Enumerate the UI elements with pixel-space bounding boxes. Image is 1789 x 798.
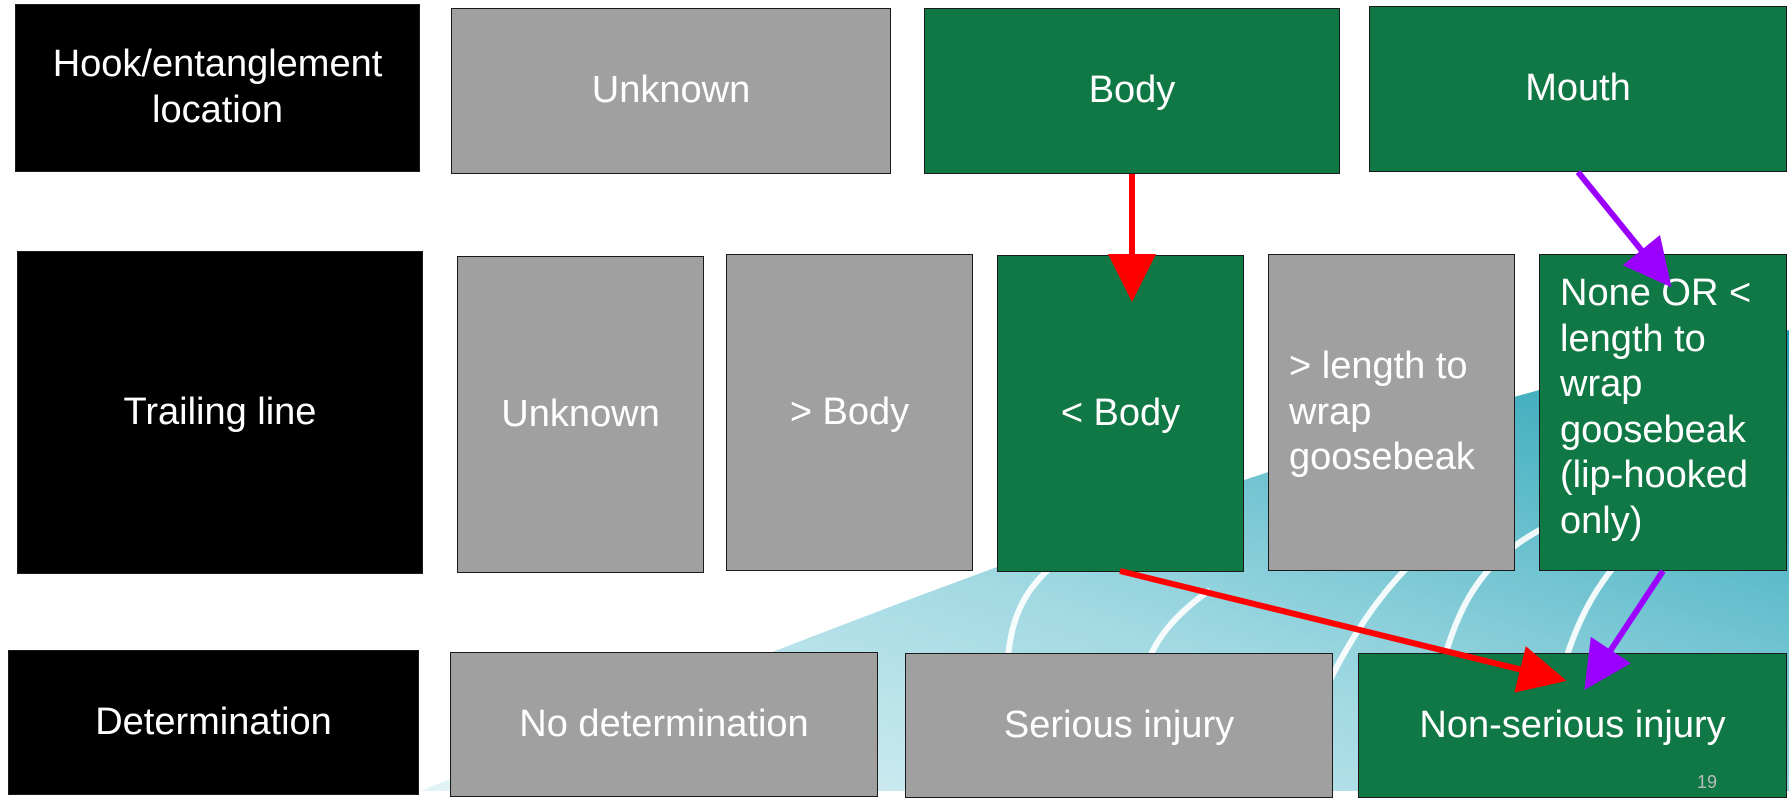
trailing-length-goosebeak-box: > length to wrap goosebeak bbox=[1268, 254, 1515, 571]
location-mouth-box: Mouth bbox=[1369, 6, 1787, 172]
header-hook-location: Hook/entanglement location bbox=[15, 4, 420, 172]
header-determination: Determination bbox=[8, 650, 419, 795]
location-body-box: Body bbox=[924, 8, 1340, 174]
determination-none-box: No determination bbox=[450, 652, 878, 797]
page-number: 19 bbox=[1696, 772, 1717, 792]
determination-serious-box: Serious injury bbox=[905, 653, 1333, 798]
determination-non-serious-box: Non-serious injury bbox=[1358, 653, 1787, 798]
location-unknown-box: Unknown bbox=[451, 8, 891, 174]
header-trailing-line: Trailing line bbox=[17, 251, 423, 574]
trailing-less-body-box: < Body bbox=[997, 255, 1244, 572]
trailing-none-lip-hooked-box: None OR < length to wrap goosebeak (lip-… bbox=[1539, 254, 1787, 571]
trailing-greater-body-box: > Body bbox=[726, 254, 973, 571]
trailing-unknown-box: Unknown bbox=[457, 256, 704, 573]
